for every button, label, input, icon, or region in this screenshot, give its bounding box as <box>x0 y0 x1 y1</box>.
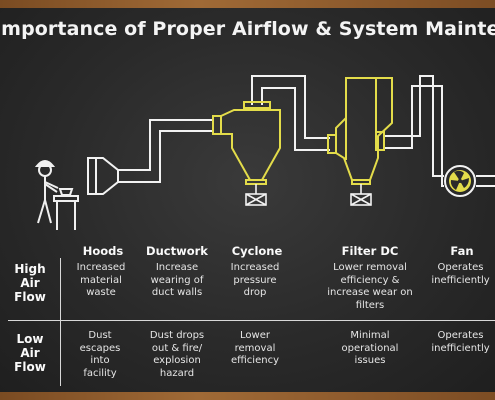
row-header-high-air-flow: High Air Flow <box>14 262 46 304</box>
column-header-ductwork: Ductwork <box>146 244 208 258</box>
column-header-hoods: Hoods <box>82 244 124 258</box>
cell-high-cyclone: Increased pressure drop <box>230 262 280 298</box>
column-header-cyclone: Cyclone <box>231 244 283 258</box>
ductwork <box>118 75 495 187</box>
hood <box>87 157 119 195</box>
chalkboard: Importance of Proper Airflow & System Ma… <box>0 8 495 392</box>
cell-low-ductwork: Dust drops out & fire/ explosion hazard <box>149 330 205 379</box>
fan-icon <box>444 165 476 197</box>
row-header-low-air-flow: Low Air Flow <box>14 332 46 374</box>
row-divider <box>8 320 495 321</box>
cell-high-hoods: Increased material waste <box>76 262 126 298</box>
cell-low-cyclone: Lower removal efficiency <box>230 330 279 366</box>
row-header-divider <box>60 258 61 386</box>
cell-high-fan: Operates inefficiently <box>431 262 490 286</box>
column-header-fan: Fan <box>450 244 474 258</box>
cell-high-ductwork: Increase wearing of duct walls <box>150 262 204 298</box>
cell-low-hoods: Dust escapes into facility <box>79 330 121 379</box>
work-table <box>53 188 79 230</box>
worker-figure <box>34 160 59 224</box>
page-title: Importance of Proper Airflow & System Ma… <box>0 18 495 40</box>
cell-high-filter-dc: Lower removal efficiency & increase wear… <box>327 262 413 311</box>
filter-valve <box>350 184 372 206</box>
system-diagram <box>34 75 495 230</box>
cyclone <box>212 101 281 185</box>
filter-dust-collector <box>327 77 393 185</box>
cell-low-filter-dc: Minimal operational issues <box>341 330 399 366</box>
cyclone-valve <box>245 184 267 206</box>
column-header-filter-dc: Filter DC <box>341 244 399 258</box>
cell-low-fan: Operates inefficiently <box>431 330 490 354</box>
